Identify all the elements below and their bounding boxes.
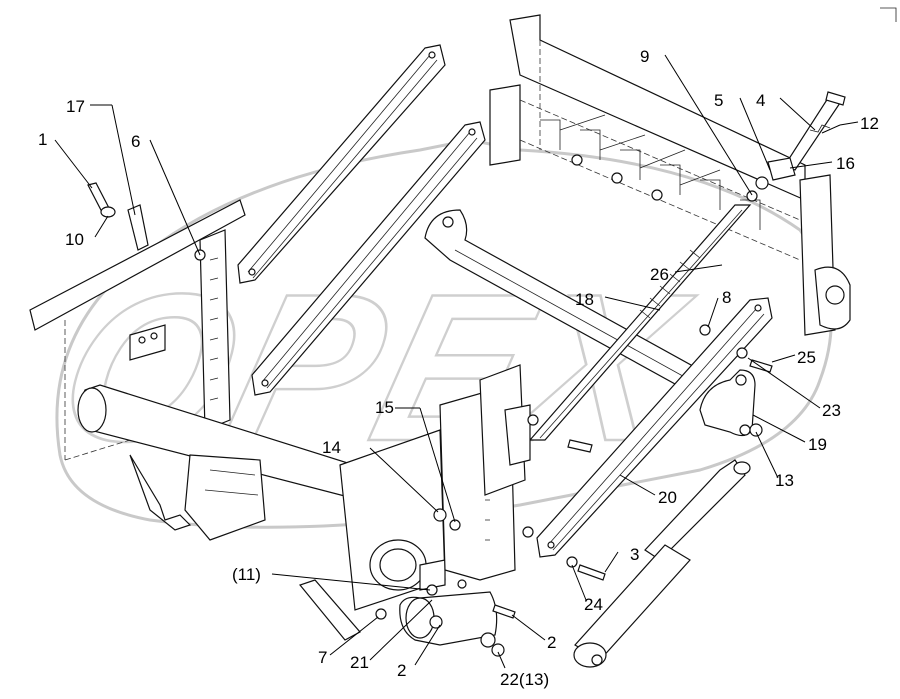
callout-19: 19 [808,435,827,454]
right-slide-rail [536,297,773,558]
callout-10: 10 [65,230,84,249]
callout-17: 17 [66,97,85,116]
callout-15: 15 [375,398,394,417]
pivot-bracket [399,591,498,648]
fasteners [87,182,773,657]
callout-18: 18 [575,290,594,309]
callout-1: 1 [38,130,47,149]
coupling-sleeve [746,157,796,202]
callout-26: 26 [650,265,669,284]
callout-16: 16 [836,154,855,173]
callout-11: (11) [232,565,261,584]
rear-frame [489,14,851,336]
callout-24: 24 [584,595,603,614]
callout-2-pin: 2 [397,661,406,680]
callout-13: 13 [775,471,794,490]
callout-8: 8 [722,288,731,307]
callout-7: 7 [318,648,327,667]
callout-25: 25 [797,348,816,367]
callout-21: 21 [350,653,369,672]
callout-2-bracket: 2 [547,633,556,652]
callout-9: 9 [640,47,649,66]
callout-14: 14 [322,438,341,457]
left-long-rail [251,121,486,396]
callout-23: 23 [822,401,841,420]
main-tube [77,384,446,641]
leader-lines [54,54,859,669]
toothed-rack [528,204,752,441]
callout-12: 12 [860,114,879,133]
locking-pin [784,91,846,171]
callout-labels: 1 2 2 3 4 5 6 7 8 9 10 (11) 12 13 14 15 … [38,47,879,689]
callout-3: 3 [630,545,639,564]
cross-beam [424,209,701,396]
callout-20: 20 [658,488,677,507]
callout-5: 5 [714,91,723,110]
right-vertical-plate [439,364,531,581]
callout-6: 6 [131,132,140,151]
left-slide-rail [237,44,446,284]
frame-corner-mark [880,7,897,22]
callout-4: 4 [756,91,765,110]
callout-22: 22(13) [500,670,549,689]
hydraulic-cylinder [573,459,751,668]
left-side-frame [29,199,246,531]
